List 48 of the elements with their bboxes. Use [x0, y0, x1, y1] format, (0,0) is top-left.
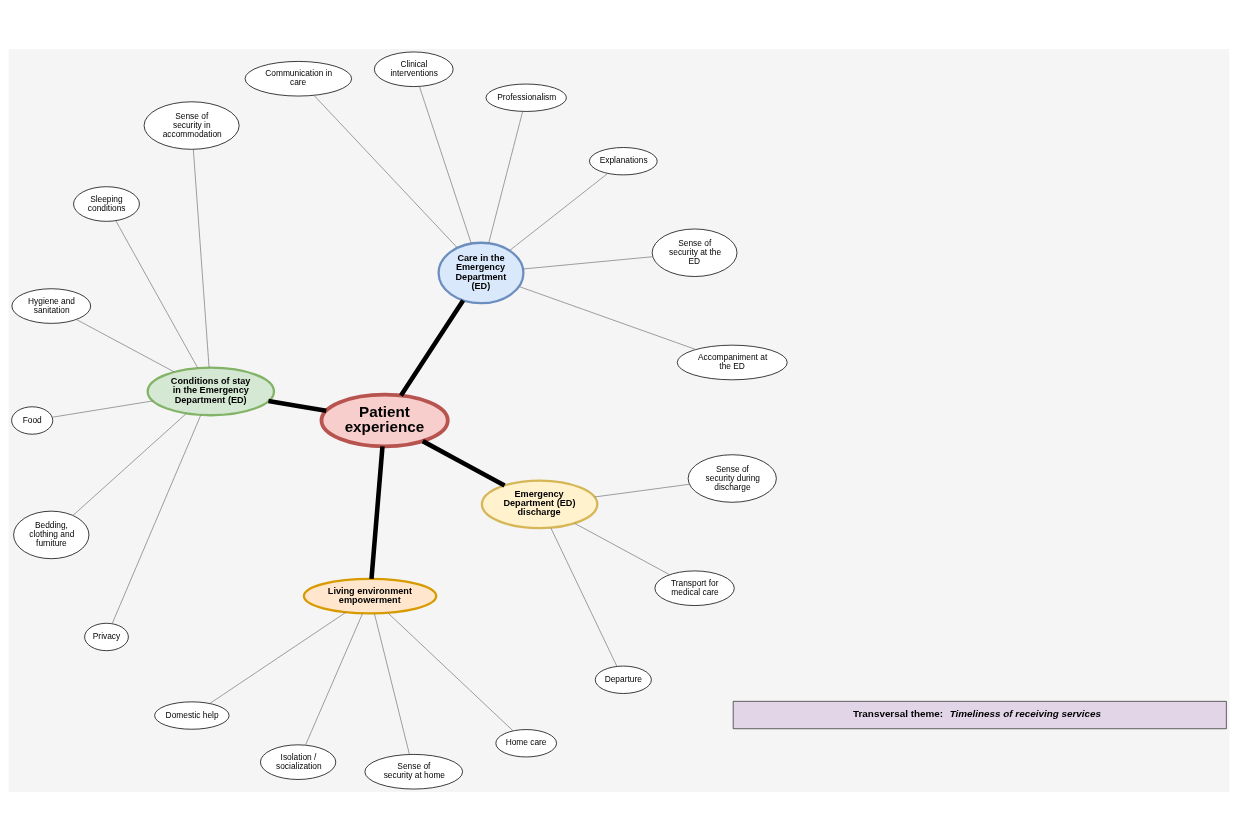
connector: [574, 522, 670, 575]
node-ellipse: Patient experience: [319, 392, 450, 448]
connector: [268, 398, 327, 413]
node-ellipse: Hygiene and sanitation: [11, 287, 92, 324]
node-ellipse: Food: [11, 405, 54, 435]
node-ellipse: Domestic help: [154, 700, 230, 730]
node-box: Transversal theme: Timeliness of receiving services: [732, 700, 1227, 729]
node-ellipse: Sleeping conditions: [73, 185, 140, 222]
connector: [305, 612, 363, 745]
connector: [509, 172, 609, 251]
node-ellipse: Sense of security at home: [364, 753, 463, 789]
node-ellipse: Care in the Emergency Department (ED): [437, 241, 525, 304]
connector: [594, 483, 690, 497]
node-ellipse: Sense of security in accommodation: [143, 100, 240, 150]
node-ellipse: Departure: [594, 665, 652, 694]
connector: [419, 85, 472, 244]
connector: [374, 612, 410, 755]
node-ellipse: Isolation / socialization: [260, 743, 337, 780]
node-ellipse: Home care: [495, 728, 557, 757]
connector: [115, 219, 199, 368]
node-ellipse: Emergency Department (ED) discharge: [480, 478, 599, 529]
node-ellipse: Sense of security during discharge: [687, 453, 777, 503]
connector: [51, 400, 154, 418]
connector: [421, 438, 506, 487]
connector: [522, 255, 653, 269]
connector: [369, 445, 385, 579]
node-ellipse: Explanations: [589, 146, 658, 175]
connector: [72, 412, 187, 516]
node-ellipse: Clinical interventions: [373, 51, 454, 87]
node-ellipse: Conditions of stay in the Emergency Department (ED): [146, 366, 276, 416]
connector: [192, 148, 210, 368]
connector: [387, 612, 514, 731]
connector: [488, 110, 524, 244]
connector: [313, 94, 458, 248]
connector: [550, 526, 618, 667]
connector: [75, 318, 175, 372]
node-ellipse: Privacy: [84, 622, 129, 651]
node-ellipse: Transport for medical care: [654, 570, 735, 606]
connector: [111, 414, 202, 624]
node-ellipse: Living environment empowerment: [302, 577, 438, 615]
node-ellipse: Sense of security at the ED: [651, 228, 738, 277]
connector: [399, 298, 465, 397]
node-ellipse: Bedding, clothing and furniture: [13, 510, 90, 559]
node-ellipse: Communication in care: [244, 60, 352, 96]
node-ellipse: Professionalism: [485, 83, 567, 112]
connector: [209, 611, 347, 704]
connector: [518, 285, 697, 350]
node-ellipse: Accompaniment at the ED: [676, 344, 788, 380]
